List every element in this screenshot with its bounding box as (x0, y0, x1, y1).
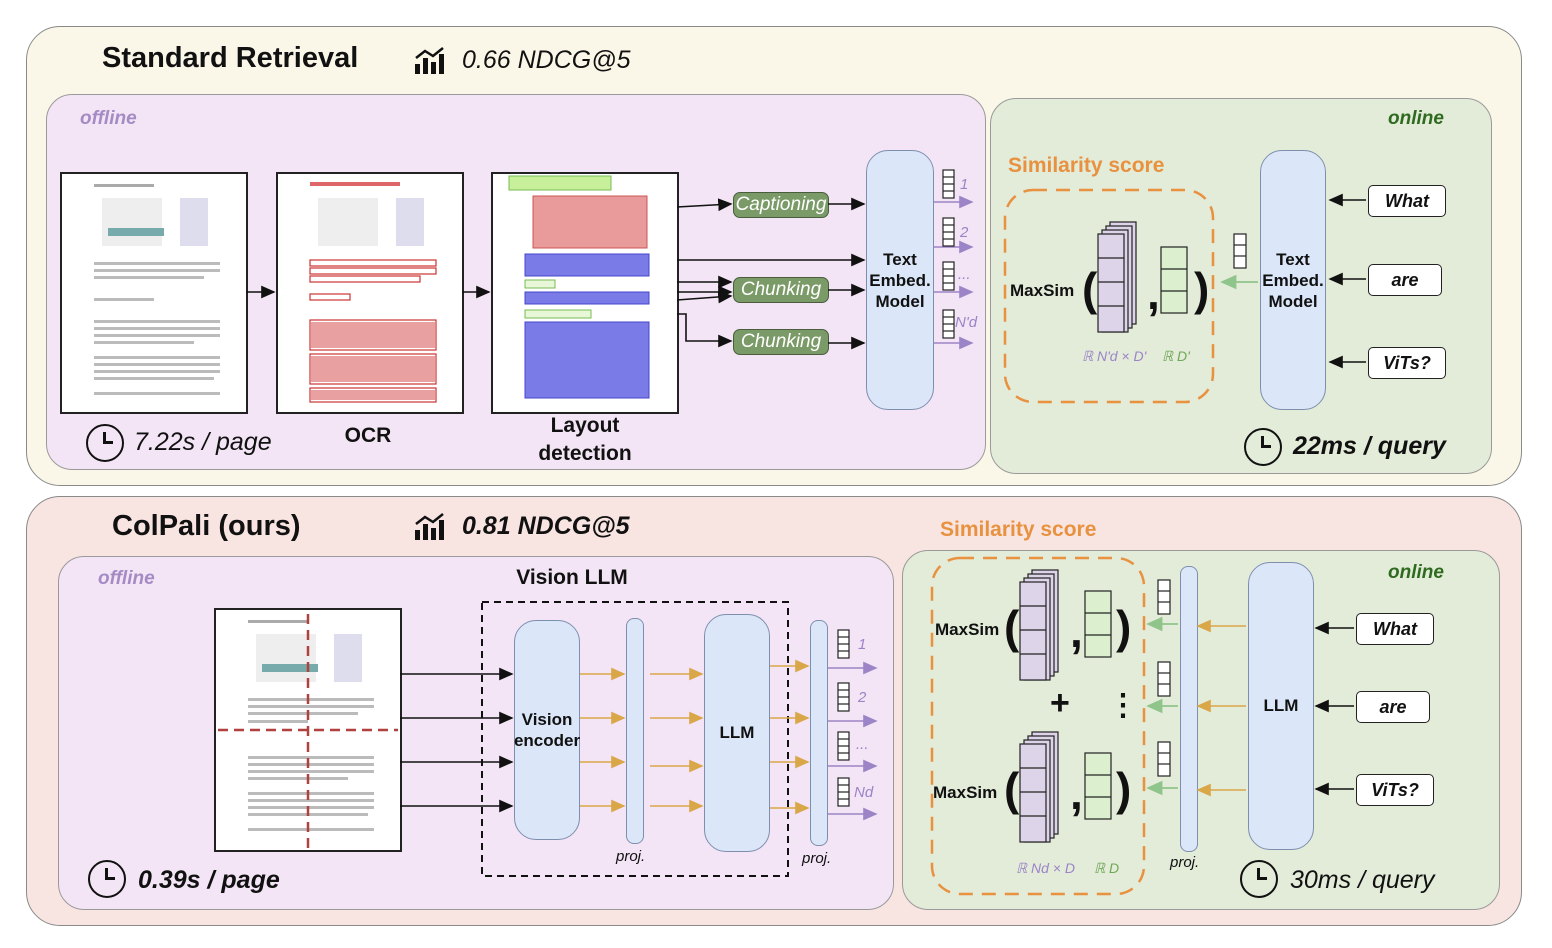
top-online-clock-icon (1244, 428, 1282, 466)
bottom-online-tag: online (1388, 562, 1444, 583)
layout-detection-label: Layout detection (538, 414, 632, 465)
top-offline-time: 7.22s / page (134, 428, 272, 456)
top-query-word-vits: ViTs? (1368, 347, 1446, 379)
bottom-document-page (214, 608, 402, 852)
top-query-vector (1160, 246, 1188, 314)
bottom-online-clock-icon (1240, 860, 1278, 898)
top-online-tag: online (1388, 108, 1444, 129)
top-comma: , (1147, 267, 1160, 319)
chunking-pill-2: Chunking (733, 329, 829, 355)
bottom-offline-tag: offline (98, 568, 155, 589)
document-thumbnail (94, 184, 220, 395)
bottom-query-word-are: are (1356, 691, 1430, 723)
bottom-doc-matrix-1 (1019, 569, 1059, 681)
top-vec-label-3: ... (958, 266, 971, 283)
bottom-maxsim-label-1: MaxSim (935, 620, 1000, 639)
top-offline-clock-icon (86, 424, 124, 462)
layout-thumbnail (508, 175, 650, 399)
top-space-query: ℝ D' (1162, 348, 1190, 364)
text-embed-model: Text Embed. Model (866, 150, 934, 410)
bottom-query-word-vits: ViTs? (1356, 774, 1434, 806)
chunking-pill-1: Chunking (733, 277, 829, 303)
chart-icon-bottom (415, 513, 444, 540)
top-close-paren: ) (1194, 263, 1210, 315)
top-layout-page (491, 172, 679, 414)
bottom-offline-clock-icon (88, 860, 126, 898)
chart-icon (415, 47, 444, 74)
bottom-vec-label-4: Nd (854, 784, 874, 801)
bottom-close-paren-2: ) (1116, 763, 1132, 815)
bottom-maxsim-label-2: MaxSim (933, 783, 998, 802)
top-vec-label-2: 2 (960, 224, 969, 241)
top-ocr-page (276, 172, 464, 414)
ocr-thumbnail (309, 182, 437, 403)
bottom-similarity-title: Similarity score (940, 518, 1097, 541)
bottom-query-vector-2 (1084, 752, 1112, 820)
bottom-title: ColPali (ours) (112, 510, 301, 542)
ocr-label: OCR (344, 424, 392, 447)
bottom-open-paren-1: ( (1004, 601, 1020, 653)
bottom-space-query: ℝ D (1094, 860, 1120, 876)
query-text-embed-model: Text Embed. Model (1260, 150, 1326, 410)
plus-sign: + (1050, 684, 1070, 722)
bottom-comma-1: , (1070, 605, 1083, 657)
bottom-similarity-box (930, 556, 1146, 896)
top-query-word-are: are (1368, 264, 1442, 296)
top-vec-label-1: 1 (960, 176, 969, 193)
bottom-query-word-what: What (1356, 613, 1434, 645)
vision-llm-label: Vision LLM (516, 566, 628, 589)
bottom-vec-label-2: 2 (858, 689, 867, 706)
bottom-online-panel (902, 550, 1500, 910)
bottom-output-vectors (837, 629, 850, 807)
proj-label-1: proj. (616, 848, 646, 865)
top-title: Standard Retrieval (102, 42, 359, 74)
top-doc-matrix (1097, 221, 1137, 333)
proj-bar-1 (626, 618, 644, 844)
bottom-vec-label-1: 1 (858, 636, 867, 653)
top-maxsim-label: MaxSim (1010, 281, 1075, 300)
top-output-vectors (942, 169, 955, 339)
captioning-pill: Captioning (733, 192, 829, 218)
top-similarity-box (1003, 188, 1215, 404)
proj-label-2: proj. (802, 850, 832, 867)
bottom-close-paren-1: ) (1116, 601, 1132, 653)
bottom-metric: 0.81 NDCG@5 (462, 512, 630, 540)
bottom-doc-matrix-2 (1019, 731, 1059, 843)
bottom-comma-2: , (1070, 767, 1083, 819)
top-open-paren: ( (1082, 263, 1098, 315)
query-llm: LLM (1248, 562, 1314, 850)
bottom-open-paren-2: ( (1004, 763, 1020, 815)
vision-llm-dashed-box (481, 601, 789, 877)
top-vec-label-4: N'd (955, 314, 978, 331)
query-proj-label: proj. (1170, 854, 1200, 871)
top-space-doc: ℝ N'd × D' (1082, 348, 1147, 364)
vision-llm-llm: LLM (704, 614, 770, 852)
bottom-space-doc: ℝ Nd × D (1016, 860, 1075, 876)
top-query-word-what: What (1368, 185, 1446, 217)
top-online-time: 22ms / query (1293, 432, 1446, 460)
proj-bar-2 (810, 620, 828, 846)
bottom-document-thumbnail (218, 614, 398, 848)
top-metric: 0.66 NDCG@5 (462, 46, 631, 74)
top-offline-tag: offline (80, 108, 137, 129)
bottom-vec-label-3: ... (856, 736, 869, 753)
vertical-ellipsis: ⋮ (1108, 689, 1138, 722)
bottom-query-vector-1 (1084, 590, 1112, 658)
top-document-page (60, 172, 248, 414)
bottom-online-time: 30ms / query (1290, 866, 1435, 894)
vision-encoder: Vision encoder (514, 620, 580, 840)
top-similarity-title: Similarity score (1008, 154, 1165, 177)
bottom-offline-time: 0.39s / page (138, 866, 280, 894)
